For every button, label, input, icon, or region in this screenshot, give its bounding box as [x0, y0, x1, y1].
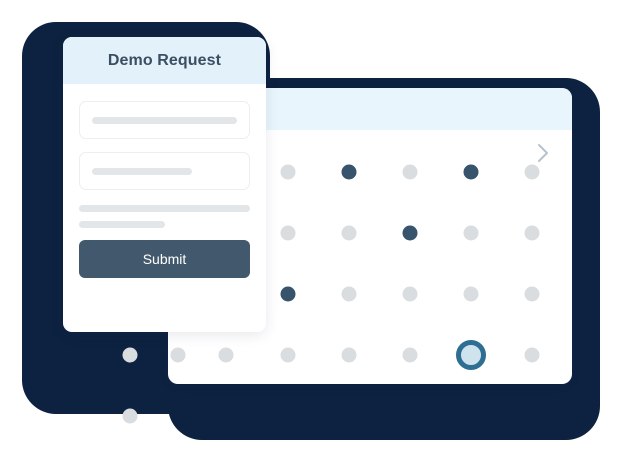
grid-dot-dark[interactable]: [402, 225, 418, 241]
grid-dot-light[interactable]: [341, 225, 357, 241]
page-title: Demo Request: [107, 51, 222, 69]
input-field-1[interactable]: [79, 101, 250, 139]
grid-dot-light[interactable]: [524, 286, 540, 302]
grid-dot-light[interactable]: [524, 347, 540, 363]
form-card-header: Demo Request: [63, 37, 266, 84]
form-card-body: Submit: [63, 84, 266, 278]
grid-dot-light[interactable]: [402, 164, 418, 180]
grid-dot-dark[interactable]: [463, 164, 479, 180]
grid-dot-dark[interactable]: [341, 164, 357, 180]
submit-button[interactable]: Submit: [79, 240, 250, 278]
dot-cursor-highlight[interactable]: [456, 340, 486, 370]
text-skeleton-2: [79, 221, 165, 228]
grid-dot-light[interactable]: [280, 225, 296, 241]
grid-dot-light[interactable]: [122, 347, 138, 363]
grid-dot-light[interactable]: [170, 347, 186, 363]
demo-request-form-card: Demo Request Submit: [63, 37, 266, 332]
input-skeleton-2: [92, 167, 192, 175]
text-skeleton-1: [79, 205, 250, 212]
grid-dot-light[interactable]: [280, 347, 296, 363]
input-field-2[interactable]: [79, 152, 250, 190]
text-placeholder-block: [79, 205, 250, 228]
grid-dot-light[interactable]: [463, 225, 479, 241]
input-skeleton-1: [92, 116, 237, 124]
grid-dot-light[interactable]: [341, 347, 357, 363]
chevron-right-icon[interactable]: [532, 140, 554, 166]
grid-dot-light[interactable]: [524, 225, 540, 241]
grid-dot-light[interactable]: [463, 286, 479, 302]
grid-dot-light[interactable]: [402, 286, 418, 302]
grid-dot-light[interactable]: [218, 347, 234, 363]
grid-dot-light[interactable]: [524, 164, 540, 180]
grid-dot-light[interactable]: [122, 408, 138, 424]
grid-dot-light[interactable]: [341, 286, 357, 302]
grid-dot-light[interactable]: [280, 164, 296, 180]
grid-dot-light[interactable]: [402, 347, 418, 363]
grid-dot-dark[interactable]: [280, 286, 296, 302]
